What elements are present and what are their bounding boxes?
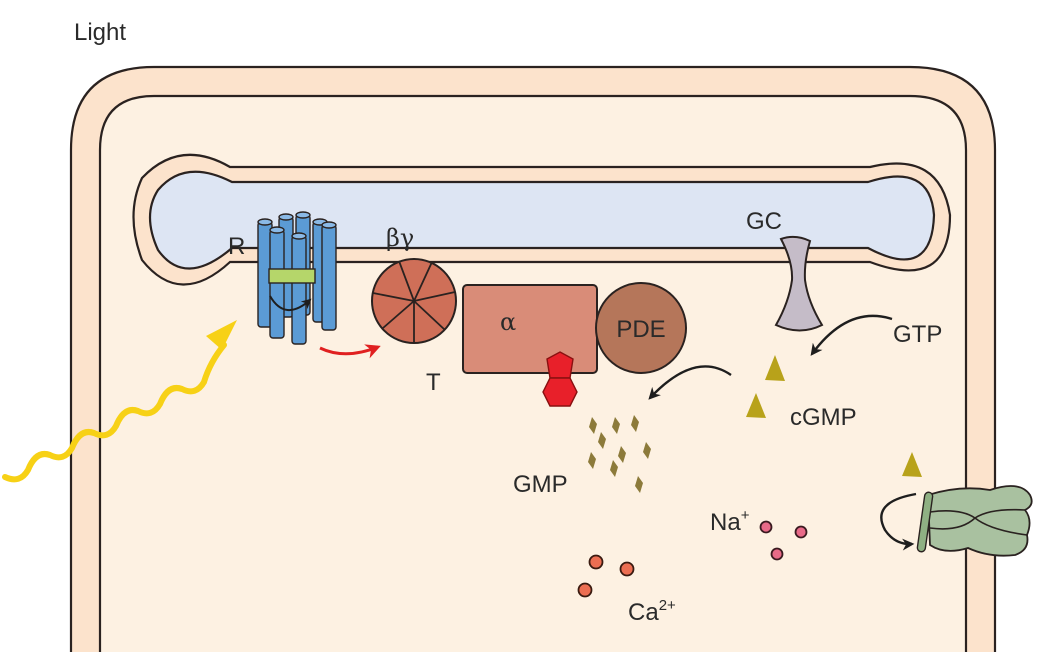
retinal-band <box>268 268 316 284</box>
light-label: Light <box>74 19 126 46</box>
gtp-label: GTP <box>893 321 942 348</box>
alpha-subunit[interactable] <box>462 284 598 374</box>
gmp-molecules <box>588 415 651 493</box>
transducin-label: T <box>426 369 441 396</box>
activation-arrow-icon <box>319 344 381 359</box>
gmp-label: GMP <box>513 471 568 498</box>
gtp-bound-icon <box>542 351 578 407</box>
alpha-label: α <box>500 308 516 336</box>
hydrolysis-arrow-icon <box>648 365 732 400</box>
light-arrowhead-icon <box>206 320 237 350</box>
na-label: Na+ <box>710 507 750 536</box>
gc-label: GC <box>746 208 782 235</box>
disc-lumen <box>148 170 936 270</box>
guanylate-cyclase[interactable] <box>774 235 824 332</box>
channel-gating-arrow-icon <box>880 492 917 551</box>
ca-label: Ca2+ <box>628 597 676 626</box>
cgmp-molecules <box>746 355 922 477</box>
rhodopsin[interactable] <box>257 211 337 345</box>
receptor-label: R <box>228 233 245 260</box>
light-wave-icon <box>2 342 227 483</box>
pde-label: PDE <box>616 316 665 343</box>
cng-channel[interactable] <box>916 485 1033 557</box>
beta-gamma-subunit[interactable] <box>371 258 457 344</box>
beta-gamma-label: βγ <box>386 224 414 252</box>
isomerization-arrow-icon <box>269 295 312 311</box>
ca-ions <box>577 554 635 598</box>
gtp-to-cgmp-arrow-icon <box>810 314 893 356</box>
cgmp-label: cGMP <box>790 404 857 431</box>
na-ions <box>759 520 808 561</box>
pde[interactable] <box>595 282 687 374</box>
